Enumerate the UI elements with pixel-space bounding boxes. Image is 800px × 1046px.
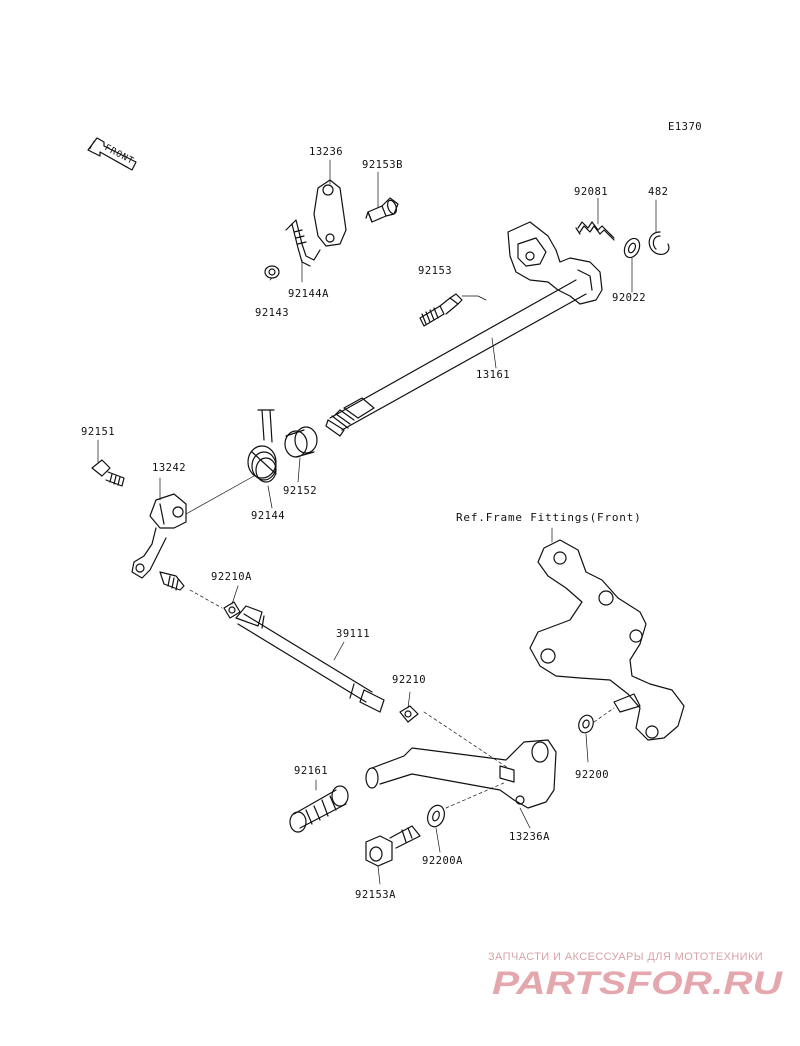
washer-92200 (578, 714, 594, 734)
tie-rod-39111 (235, 605, 385, 713)
shift-shaft (325, 279, 587, 437)
part-label-92153A[interactable]: 92153A (355, 889, 396, 901)
bolt-92153 (419, 293, 463, 327)
part-label-92144[interactable]: 92144 (251, 510, 286, 522)
lever-13242 (131, 493, 187, 579)
part-label-92144A[interactable]: 92144A (288, 288, 329, 300)
part-label-92152[interactable]: 92152 (283, 485, 318, 497)
circlip-482 (648, 231, 670, 256)
leader-lines (97, 159, 657, 885)
pedal-13236A (365, 739, 557, 809)
washer-92022 (623, 237, 641, 259)
part-label-92153B[interactable]: 92153B (362, 159, 403, 171)
rod-end-92210A (159, 571, 241, 619)
shift-mechanism-arm (507, 221, 603, 305)
part-label-92151[interactable]: 92151 (81, 426, 116, 438)
bolt-92151 (91, 459, 125, 487)
spring-92144 (247, 409, 277, 483)
pedal-rubber-92161 (289, 785, 349, 833)
part-label-92081[interactable]: 92081 (574, 186, 609, 198)
part-label-13161[interactable]: 13161 (476, 369, 511, 381)
svg-text:PARTSFOR.RU: PARTSFOR.RU (492, 966, 783, 1000)
nut-92210 (399, 705, 419, 723)
frame-fitting-ref (529, 539, 685, 741)
part-label-92200[interactable]: 92200 (575, 769, 610, 781)
part-label-92153[interactable]: 92153 (418, 265, 453, 277)
part-label-482[interactable]: 482 (648, 186, 669, 198)
part-label-39111[interactable]: 39111 (336, 628, 371, 640)
part-label-92143[interactable]: 92143 (255, 307, 290, 319)
part-label-13242[interactable]: 13242 (152, 462, 187, 474)
collar-92143 (264, 265, 280, 279)
arm-13236 (285, 179, 347, 267)
bolt-92153A (365, 825, 421, 867)
spring-92081 (575, 221, 615, 241)
bushing-92152 (284, 426, 318, 458)
part-label-92161[interactable]: 92161 (294, 765, 329, 777)
part-label-13236[interactable]: 13236 (309, 146, 344, 158)
part-label-92200A[interactable]: 92200A (422, 855, 463, 867)
part-label-13236A[interactable]: 13236A (509, 831, 550, 843)
front-arrow-icon (87, 137, 137, 171)
part-label-92210[interactable]: 92210 (392, 674, 427, 686)
bolt-92153B (365, 197, 399, 223)
ref-frame-fittings-label[interactable]: Ref.Frame Fittings(Front) (456, 511, 642, 524)
washer-92200A (426, 804, 446, 828)
diagram-code: E1370 (668, 121, 703, 133)
part-label-92022[interactable]: 92022 (612, 292, 647, 304)
watermark-tagline: ЗАПЧАСТИ И АКСЕССУАРЫ ДЛЯ МОТОТЕХНИКИ (488, 951, 764, 963)
watermark-logo: PARTSFOR.RU (492, 966, 783, 1000)
part-label-92210A[interactable]: 92210A (211, 571, 252, 583)
